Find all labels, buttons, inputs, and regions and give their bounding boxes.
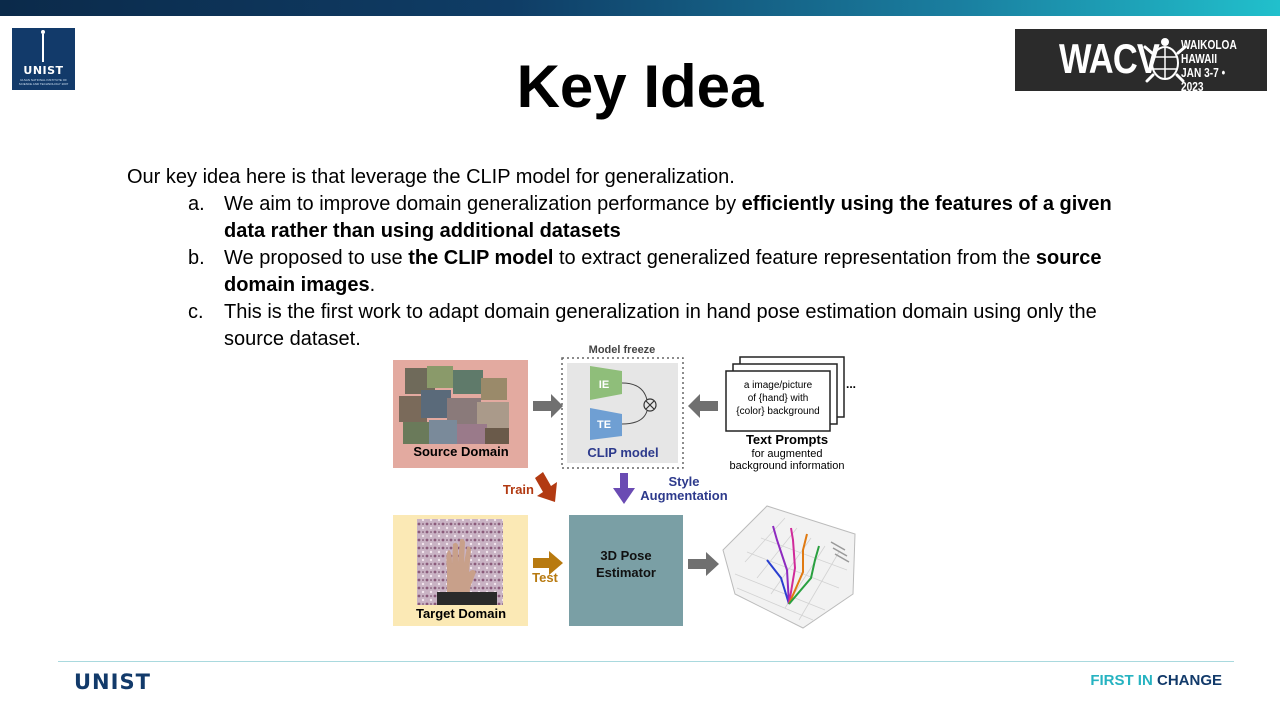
source-image-collage (399, 366, 509, 444)
wacv-dates: JAN 3-7 • 2023 (1181, 65, 1226, 94)
unist-emblem-tagline: ULSAN NATIONAL INSTITUTE OF SCIENCE AND … (18, 78, 69, 86)
top-gradient-bar (0, 0, 1280, 16)
logo-line (42, 34, 44, 62)
list-item-text: . (369, 274, 376, 296)
wacv-location: WAIKOLOA HAWAII JAN 3-7 • 2023 (1181, 38, 1248, 94)
list-item-bold-text: the CLIP model (408, 247, 554, 269)
pose-3d-plot (722, 505, 856, 629)
unist-emblem-logo: UNIST ULSAN NATIONAL INSTITUTE OF SCIENC… (12, 28, 75, 90)
prompt-line-2: of {hand} with (748, 393, 809, 404)
wacv-logo-name: WACV (1059, 35, 1160, 82)
prompts-sub-line2: background information (730, 460, 845, 472)
list-marker: c. (188, 301, 204, 323)
hand-icon (446, 538, 476, 603)
style-label: Style (668, 474, 699, 489)
arrow-estimator-to-output (688, 552, 719, 576)
sleeve-shape (437, 592, 497, 605)
prompts-sub-line1: for augmented (752, 448, 823, 460)
footer-divider (58, 661, 1234, 662)
test-label: Test (532, 570, 558, 585)
list-item-text: to extract generalized feature represent… (553, 247, 1036, 269)
list-item: b. We proposed to use the CLIP model to e… (188, 245, 1148, 299)
train-arrow (535, 472, 557, 502)
list-item-text: We proposed to use (224, 247, 409, 269)
logo-dot (41, 30, 45, 34)
model-freeze-border (561, 357, 684, 469)
wacv-location-line1: WAIKOLOA (1181, 37, 1237, 52)
list-item-bold-text: source domain images (224, 247, 1102, 296)
estimator-line1: 3D Pose (600, 548, 651, 563)
slogan-first-in: FIRST IN (1090, 672, 1153, 689)
source-domain-label: Source Domain (413, 444, 508, 459)
clip-model-label: CLIP model (587, 445, 658, 460)
list-item: c. This is the first work to adapt domain… (188, 299, 1148, 353)
augmentation-label: Augmentation (640, 488, 727, 503)
wacv-logo: WACV WAIKOLOA HAWAII JAN 3-7 • 2023 (1015, 29, 1267, 94)
model-freeze-label: Model freeze (589, 344, 656, 356)
slogan-change: CHANGE (1156, 672, 1222, 689)
te-encoder-shape (590, 408, 622, 440)
method-diagram-svg: Source Domain Model freeze IE TE CLIP mo… (393, 344, 856, 629)
ie-encoder-shape (590, 366, 622, 400)
slide-title: Key Idea (516, 53, 764, 120)
text-prompts-label: Text Prompts (746, 432, 828, 447)
arrow-prompts-to-clip (688, 394, 718, 418)
key-points-list: a. We aim to improve domain generalizatio… (188, 191, 1148, 353)
wacv-location-line2: HAWAII (1181, 51, 1218, 66)
turtle-icon (1143, 38, 1187, 83)
prompt-card-front (725, 370, 831, 432)
ie-label: IE (599, 379, 609, 391)
list-item-bold-text: efficiently using the features of a give… (224, 193, 1112, 242)
test-arrow (533, 551, 563, 575)
estimator-line2: Estimator (596, 565, 656, 580)
te-label: TE (597, 419, 611, 431)
encoder-connectors (621, 382, 648, 425)
pose-estimator-box (569, 515, 683, 626)
prompt-line-1: a image/picture (744, 380, 813, 391)
list-item-text: This is the first work to adapt domain g… (224, 301, 1097, 350)
intro-text: Our key idea here is that leverage the C… (127, 166, 735, 188)
list-marker: a. (188, 193, 205, 215)
prompt-ellipsis: ... (846, 377, 856, 391)
footer-slogan: FIRST IN CHANGE (1090, 672, 1222, 689)
multiply-icon (643, 398, 657, 412)
train-label: Train (503, 482, 534, 497)
prompt-line-3: {color} background (736, 406, 819, 417)
footer-unist-logo: UNIST (74, 670, 151, 694)
clip-model-box (567, 363, 678, 463)
style-augmentation-arrow (613, 473, 635, 504)
target-domain-label: Target Domain (416, 606, 506, 621)
list-item: a. We aim to improve domain generalizatio… (188, 191, 1148, 245)
method-diagram: Source Domain Model freeze IE TE CLIP mo… (385, 338, 875, 638)
list-item-text: We aim to improve domain generalization … (224, 193, 742, 215)
list-marker: b. (188, 247, 205, 269)
arrow-source-to-clip (533, 394, 563, 418)
unist-emblem-wordmark: UNIST (23, 64, 64, 77)
